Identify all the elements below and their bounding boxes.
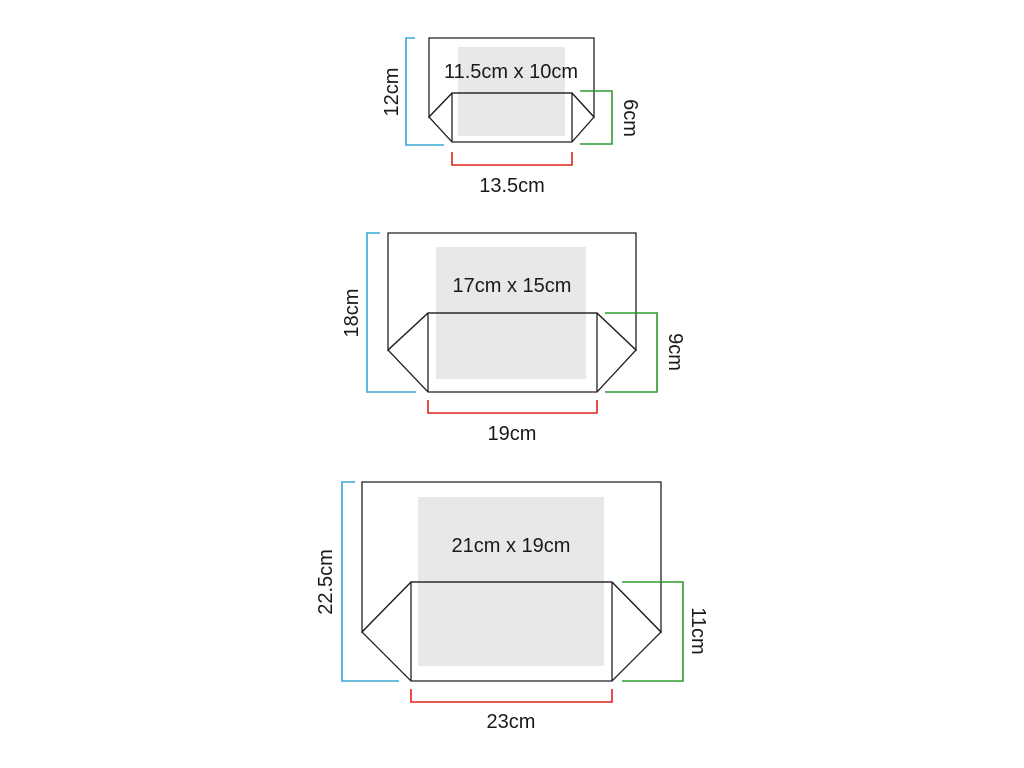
height-label-large: 22.5cm — [315, 549, 337, 615]
bag-base-medium — [387, 312, 637, 393]
width-dimension-large — [410, 689, 613, 703]
print-area-label-medium: 17cm x 15cm — [453, 275, 572, 297]
print-area-label-small: 11.5cm x 10cm — [444, 61, 578, 83]
bag-base-small — [428, 92, 595, 143]
height-label-medium: 18cm — [341, 289, 363, 338]
print-area-label-large: 21cm x 19cm — [452, 535, 571, 557]
width-dimension-medium — [427, 400, 598, 414]
width-label-small: 13.5cm — [479, 175, 545, 197]
width-label-medium: 19cm — [488, 423, 537, 445]
bag-base-large — [361, 581, 662, 682]
depth-label-large: 11cm — [687, 607, 709, 654]
size-large: 21cm x 19cm 22.5cm 23cm 11cm — [315, 481, 709, 733]
width-dimension-small — [451, 152, 573, 166]
size-medium: 17cm x 15cm 18cm 19cm 9cm — [341, 232, 686, 445]
size-small: 11.5cm x 10cm 12cm 13.5cm 6cm — [381, 37, 641, 197]
depth-dimension-small — [580, 90, 613, 145]
depth-label-medium: 9cm — [664, 333, 686, 371]
height-label-small: 12cm — [381, 68, 403, 117]
depth-dimension-medium — [605, 312, 658, 393]
depth-label-small: 6cm — [619, 99, 641, 137]
height-dimension-medium — [366, 232, 416, 393]
width-label-large: 23cm — [487, 711, 536, 733]
print-area-small — [458, 47, 565, 136]
height-dimension-large — [341, 481, 399, 682]
height-dimension-small — [405, 37, 444, 146]
depth-dimension-large — [622, 581, 684, 682]
